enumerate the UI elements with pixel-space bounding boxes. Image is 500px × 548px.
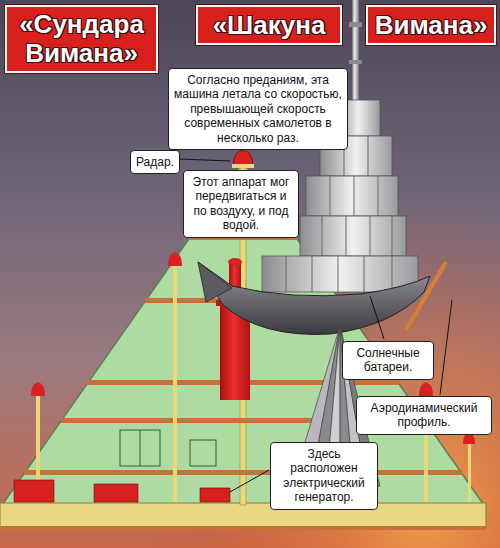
node-text: Аэродинамический профиль. (362, 401, 486, 430)
node-text: Здесь расположен электрический генератор… (276, 447, 372, 505)
note-box: Этот аппарат мог передвигаться и по возд… (183, 170, 299, 238)
node-text: «Сундара Вимана» (13, 10, 150, 68)
title-box: Вимана» (366, 5, 496, 45)
callout-box: Радар. (130, 150, 180, 174)
node-text: Согласно преданиям, эта машина летала со… (174, 73, 342, 145)
node-text: Солнечные батареи. (348, 346, 428, 375)
node-text: Радар. (136, 155, 174, 169)
title-box: «Сундара Вимана» (5, 5, 158, 73)
callout-box: Солнечные батареи. (342, 341, 434, 380)
note-box: Согласно преданиям, эта машина летала со… (168, 68, 348, 150)
callout-box: Аэродинамический профиль. (356, 396, 492, 435)
node-text: Этот аппарат мог передвигаться и по возд… (189, 175, 293, 233)
node-text: Вимана» (374, 11, 488, 40)
title-box: «Шакуна (196, 5, 342, 45)
pyramid-figure (0, 144, 486, 530)
node-text: «Шакуна (204, 11, 334, 40)
callout-box: Здесь расположен электрический генератор… (270, 442, 378, 510)
